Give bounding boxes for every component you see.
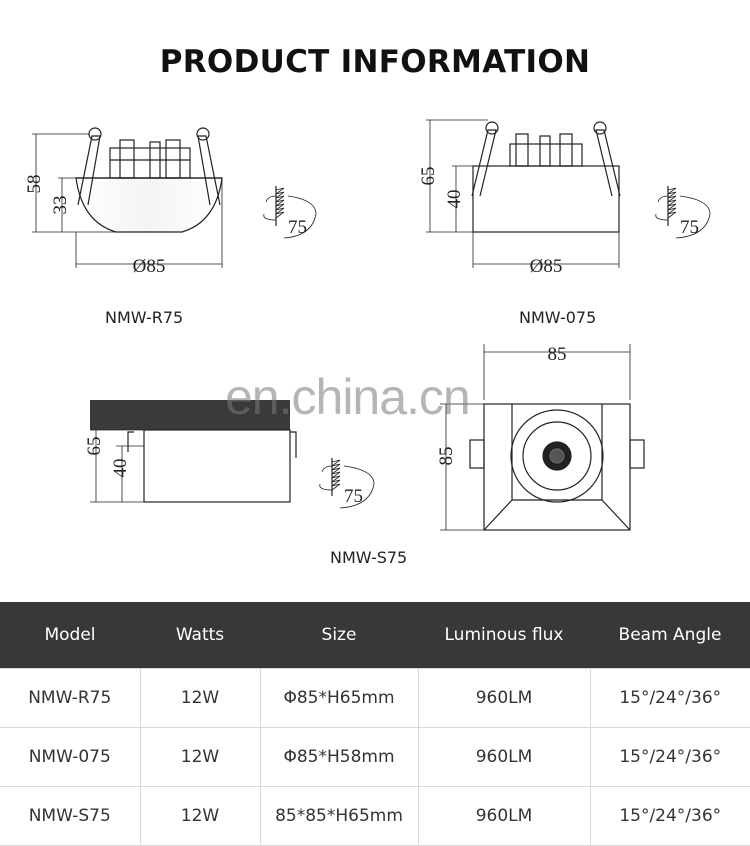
table-row: NMW-R75 12W Φ85*H65mm 960LM 15°/24°/36° bbox=[0, 668, 750, 728]
cell-model: NMW-R75 bbox=[0, 668, 141, 728]
watermark: en.china.cn bbox=[225, 369, 471, 425]
caption-o75: NMW-075 bbox=[519, 308, 597, 327]
technical-drawings: 58 33 Ø85 75 65 40 Ø85 75 bbox=[24, 119, 711, 531]
drawing-s75-top bbox=[440, 344, 645, 531]
page-title: PRODUCT INFORMATION bbox=[159, 44, 591, 80]
header-size: Size bbox=[260, 602, 418, 669]
r75-diameter: Ø85 bbox=[133, 256, 166, 277]
table-row: NMW-075 12W Φ85*H58mm 960LM 15°/24°/36° bbox=[0, 727, 750, 787]
spec-table-header: Model Watts Size Luminous flux Beam Angl… bbox=[0, 602, 750, 669]
r75-height-total: 58 bbox=[24, 175, 45, 194]
caption-s75: NMW-S75 bbox=[330, 548, 408, 567]
s75-tilt: 75 bbox=[344, 486, 363, 507]
table-row: NMW-S75 12W 85*85*H65mm 960LM 15°/24°/36… bbox=[0, 786, 750, 846]
s75-height-body: 40 bbox=[110, 459, 131, 478]
cell-beam-angle: 15°/24°/36° bbox=[589, 786, 750, 846]
o75-height-body: 40 bbox=[444, 190, 465, 209]
cell-model: NMW-075 bbox=[0, 727, 141, 787]
cell-luminous-flux: 960LM bbox=[417, 668, 591, 728]
cell-luminous-flux: 960LM bbox=[417, 786, 591, 846]
s75-top-height: 85 bbox=[436, 447, 457, 466]
r75-tilt: 75 bbox=[288, 217, 307, 238]
s75-height-total: 65 bbox=[84, 437, 105, 456]
cell-luminous-flux: 960LM bbox=[417, 727, 591, 787]
cell-beam-angle: 15°/24°/36° bbox=[589, 727, 750, 787]
o75-tilt: 75 bbox=[680, 217, 699, 238]
header-luminous-flux: Luminous flux bbox=[418, 602, 590, 669]
spec-table: Model Watts Size Luminous flux Beam Angl… bbox=[0, 602, 750, 846]
cell-watts: 12W bbox=[139, 786, 261, 846]
cell-beam-angle: 15°/24°/36° bbox=[589, 668, 750, 728]
cell-size: Φ85*H65mm bbox=[259, 668, 419, 728]
header-watts: Watts bbox=[140, 602, 260, 669]
s75-top-width: 85 bbox=[548, 344, 567, 365]
r75-height-body: 33 bbox=[50, 196, 71, 215]
drawing-r75 bbox=[32, 127, 317, 268]
cell-size: 85*85*H65mm bbox=[259, 786, 419, 846]
drawing-o75 bbox=[426, 119, 711, 268]
o75-height-total: 65 bbox=[418, 167, 439, 186]
o75-diameter: Ø85 bbox=[530, 256, 563, 277]
cell-watts: 12W bbox=[139, 668, 261, 728]
header-beam-angle: Beam Angle bbox=[590, 602, 750, 669]
drawing-s75-side bbox=[90, 400, 375, 509]
cell-watts: 12W bbox=[139, 727, 261, 787]
caption-r75: NMW-R75 bbox=[105, 308, 184, 327]
header-model: Model bbox=[0, 602, 140, 669]
cell-model: NMW-S75 bbox=[0, 786, 141, 846]
cell-size: Φ85*H58mm bbox=[259, 727, 419, 787]
